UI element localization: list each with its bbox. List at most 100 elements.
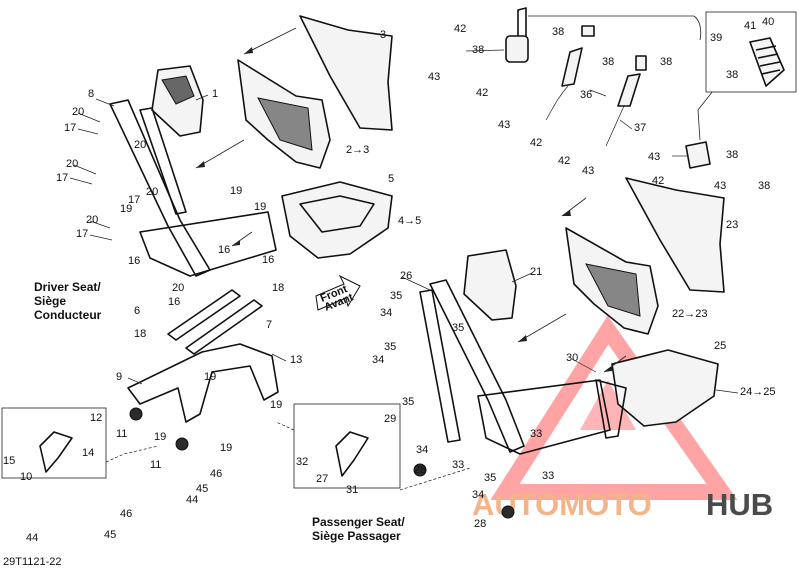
callout-label: 4→5 — [398, 215, 421, 227]
assembly-arrows — [195, 27, 627, 373]
callout-label: 43 — [428, 71, 440, 83]
watermark-word-a: AUTOMOTO — [472, 487, 652, 522]
callout-label: 30 — [566, 352, 578, 364]
bumper-part-11b — [175, 437, 189, 451]
callout-label: 40 — [762, 16, 774, 28]
callout-label: 31 — [346, 484, 358, 496]
callout-label: 6 — [134, 305, 140, 317]
passenger-seat-caption-line-2: Siège Passager — [312, 529, 401, 543]
callout-label: 38 — [758, 180, 770, 192]
callout-label: 17 — [76, 228, 88, 240]
callout-label: 42 — [476, 87, 488, 99]
callout-label: 34 — [472, 489, 484, 501]
callout-label: 35 — [484, 472, 496, 484]
callout-label: 42 — [454, 23, 466, 35]
callout-label: 42 — [652, 175, 664, 187]
callout-label: 38 — [726, 69, 738, 81]
callout-label: 27 — [316, 473, 328, 485]
buckle-part-36 — [561, 47, 583, 87]
passenger-seat-caption-line-1: Passenger Seat/ — [312, 515, 405, 529]
callout-label: 7 — [266, 319, 272, 331]
watermark-word-b: HUB — [706, 487, 773, 522]
callout-label: 38 — [726, 149, 738, 161]
callout-label: 35 — [390, 290, 402, 302]
bumper-part-28 — [413, 463, 427, 477]
inset-box-driver — [1, 407, 107, 479]
callout-label: 38 — [552, 26, 564, 38]
buckle-part-37 — [617, 73, 641, 107]
seat-cover-part-23 — [625, 177, 725, 293]
callout-label: 20 — [86, 214, 98, 226]
callout-label: 35 — [452, 322, 464, 334]
callout-label: 43 — [714, 180, 726, 192]
callout-label: 22→23 — [672, 308, 707, 320]
callout-label: 24→25 — [740, 386, 775, 398]
driver-seat-caption-line-1: Driver Seat/ — [34, 280, 101, 294]
callout-label: 28 — [474, 518, 486, 530]
callout-label: 3 — [380, 29, 386, 41]
callout-label: 32 — [296, 456, 308, 468]
callout-label: 45 — [196, 483, 208, 495]
seat-base-part-9 — [127, 343, 279, 423]
callout-label: 33 — [452, 459, 464, 471]
callout-label: 23 — [726, 219, 738, 231]
callout-label: 19 — [154, 431, 166, 443]
inset-box-seatbelt — [705, 11, 797, 93]
bumper-part-11 — [129, 407, 143, 421]
callout-label: 15 — [3, 455, 15, 467]
callout-label: 16 — [168, 296, 180, 308]
callout-label: 19 — [204, 371, 216, 383]
callout-label: 5 — [388, 173, 394, 185]
leader-lines — [69, 49, 739, 394]
callout-label: 46 — [210, 468, 222, 480]
callout-label: 19 — [254, 201, 266, 213]
seat-cover-part-3 — [299, 15, 393, 131]
callout-label: 20 — [72, 106, 84, 118]
callout-label: 12 — [90, 412, 102, 424]
callout-label: 21 — [530, 266, 542, 278]
callout-label: 43 — [582, 165, 594, 177]
bumper-part-28b — [501, 505, 515, 519]
callout-label: 14 — [82, 447, 94, 459]
callout-label: 29 — [384, 413, 396, 425]
callout-label: 44 — [26, 532, 38, 544]
retractor-part-38b — [685, 141, 711, 169]
callout-label: 16 — [128, 255, 140, 267]
callout-label: 19 — [230, 185, 242, 197]
callout-label: 41 — [744, 20, 756, 32]
callout-label: 45 — [104, 529, 116, 541]
callout-label: 20 — [134, 139, 146, 151]
callout-label: 20 — [172, 282, 184, 294]
seatbelt-assembly — [505, 7, 797, 169]
callout-label: 17 — [56, 172, 68, 184]
callout-label: 42 — [558, 155, 570, 167]
callout-label: 17 — [64, 122, 76, 134]
callout-label: 25 — [714, 340, 726, 352]
callout-label: 33 — [530, 428, 542, 440]
callout-label: 26 — [400, 270, 412, 282]
callout-label: 9 — [116, 371, 122, 383]
headrest-part-21 — [463, 249, 517, 321]
callout-label: 46 — [120, 508, 132, 520]
callout-label: 38 — [602, 56, 614, 68]
callout-label: 18 — [134, 328, 146, 340]
callout-label: 18 — [272, 282, 284, 294]
callout-label: 20 — [66, 158, 78, 170]
front-direction-arrow: Front Avant — [315, 274, 361, 314]
inset-box-passenger — [293, 403, 401, 489]
callout-label: 10 — [20, 471, 32, 483]
rail-part-6 — [167, 289, 241, 341]
callout-label: 16 — [218, 244, 230, 256]
callout-label: 33 — [542, 470, 554, 482]
callout-label: 43 — [498, 119, 510, 131]
callout-label: 11 — [150, 459, 161, 471]
callout-label: 39 — [710, 32, 722, 44]
retractor-part-38 — [505, 35, 529, 63]
callout-label: 20 — [146, 186, 158, 198]
callout-label: 8 — [88, 88, 94, 100]
seat-cushion-part-5 — [281, 181, 393, 259]
callout-label: 43 — [648, 151, 660, 163]
callout-label: 36 — [580, 89, 592, 101]
callout-label: 19 — [220, 442, 232, 454]
